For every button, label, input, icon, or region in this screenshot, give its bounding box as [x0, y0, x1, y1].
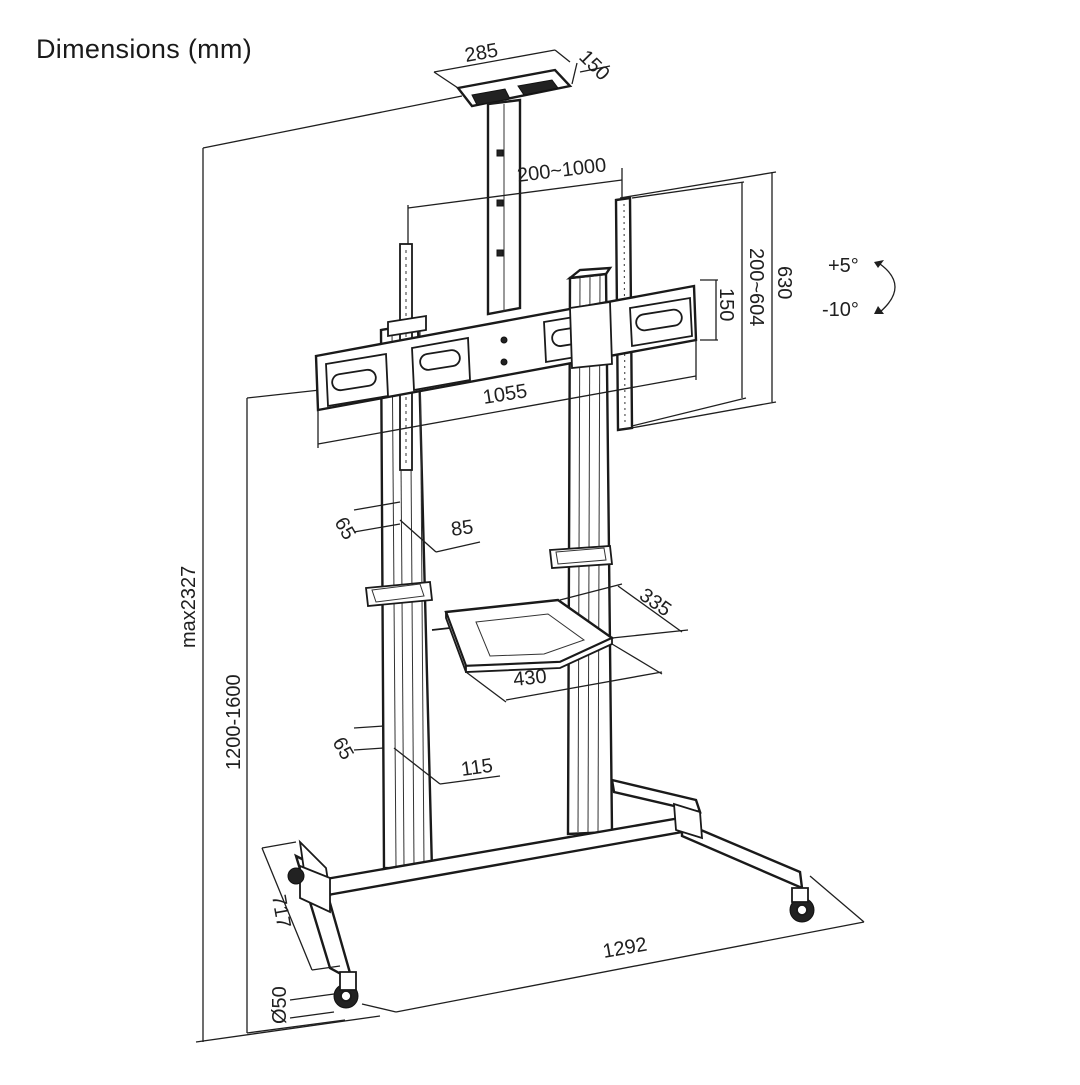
shelf: 335 430: [431, 583, 689, 703]
vesa-vertical-label: 200~604: [745, 248, 767, 326]
bracket-height-label: 630: [773, 266, 795, 299]
shelf-width-label: 430: [512, 666, 547, 691]
plate-width-label: 285: [463, 39, 500, 66]
lower-post-dimensions: 65 115: [328, 725, 501, 785]
bracket-width-label: 1055: [481, 380, 528, 409]
vesa-horizontal-label: 200~1000: [516, 154, 608, 187]
bracket-side-dimensions: 150 200~604 630: [619, 171, 795, 431]
tilt-up-label: +5°: [828, 255, 859, 277]
total-height-dimension: max2327: [178, 65, 611, 1043]
base-frame: [287, 778, 815, 1009]
shelf-depth-label: 335: [635, 584, 675, 621]
center-column: [486, 98, 522, 316]
upper-post-depth-label: 65: [330, 514, 360, 544]
base-depth-label: 717: [267, 893, 294, 930]
caster-diameter-label: Ø50: [269, 986, 291, 1024]
tilt-indicator: +5° -10°: [822, 255, 896, 321]
base-width-label: 1292: [601, 934, 649, 963]
height-range-dimension: 1200-1600: [223, 389, 346, 1034]
height-range-label: 1200-1600: [223, 674, 245, 770]
tilt-arrow-up-icon: [874, 260, 884, 268]
tilt-arrow-down-icon: [874, 306, 884, 314]
upper-post-width-label: 85: [450, 516, 475, 541]
tilt-down-label: -10°: [822, 299, 859, 321]
caster-rear-left: [287, 867, 305, 885]
bracket-slot-label: 150: [715, 288, 737, 321]
lower-post-depth-label: 65: [328, 734, 358, 764]
collars: [365, 545, 613, 607]
plate-depth-label: 150: [574, 46, 613, 85]
lower-post-width-label: 115: [460, 755, 495, 781]
total-height-label: max2327: [178, 566, 200, 648]
page-title: Dimensions (mm): [36, 34, 253, 64]
